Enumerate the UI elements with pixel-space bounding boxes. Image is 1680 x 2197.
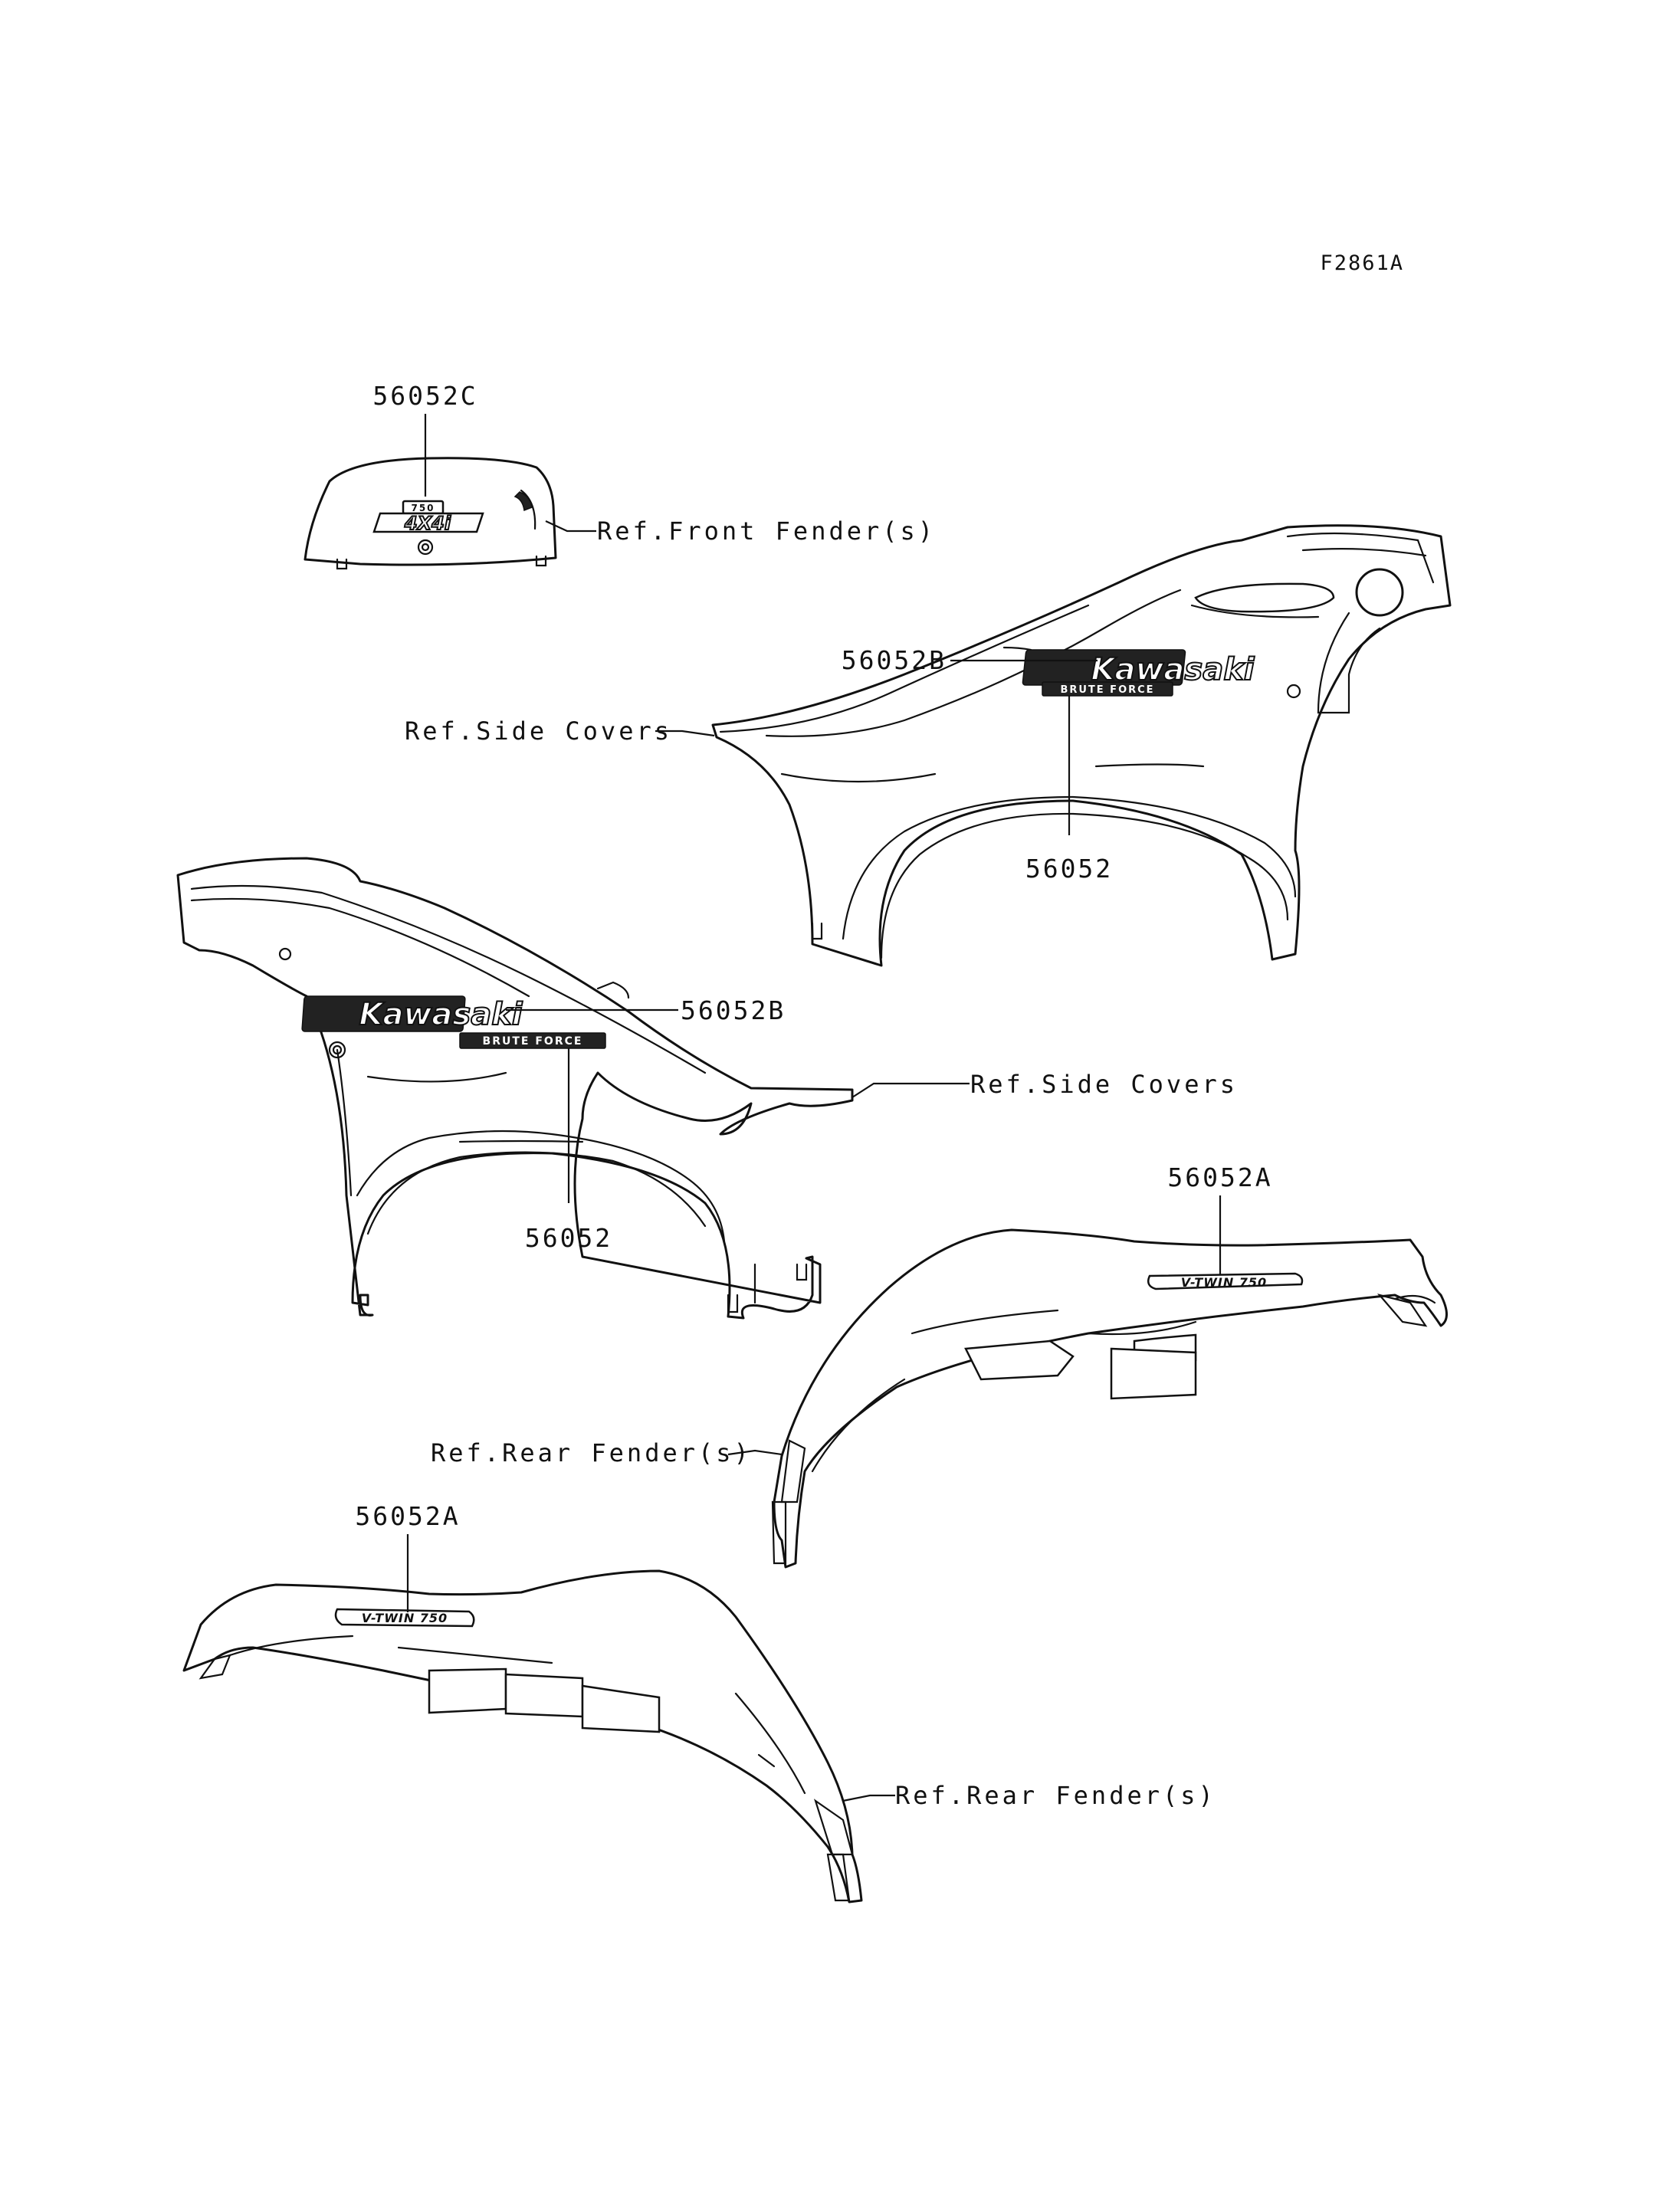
upper-side-cover-part (711, 524, 1452, 967)
callout-lower-brute-force-decal: 56052 (525, 1223, 612, 1253)
lower-v-twin-decal: V-TWIN 750 (334, 1608, 475, 1628)
upper-v-twin-logo-text: V-TWIN 750 (1181, 1275, 1267, 1290)
front-fender-part: 750 4X4i (304, 457, 557, 570)
ref-upper-side-covers: Ref.Side Covers (405, 716, 672, 746)
upper-kawasaki-decal: Kawasaki (1022, 649, 1256, 688)
ref-lower-rear-fender: Ref.Rear Fender(s) (895, 1781, 1216, 1810)
lower-kawasaki-decal: Kawasaki (301, 995, 524, 1033)
callout-lower-rear-fender-decal: 56052A (355, 1501, 460, 1531)
upper-rear-fender-part (771, 1228, 1448, 1569)
upper-kawasaki-logo-text: Kawasaki (1091, 652, 1255, 687)
ref-upper-rear-fender: Ref.Rear Fender(s) (431, 1438, 752, 1467)
lower-brute-force-logo-text: BRUTE FORCE (483, 1035, 583, 1048)
ref-front-fender: Ref.Front Fender(s) (597, 516, 936, 546)
lower-rear-fender-part (182, 1569, 863, 1904)
callout-upper-brute-force-decal: 56052 (1025, 854, 1113, 884)
callout-front-fender-decal: 56052C (372, 381, 477, 411)
upper-brute-force-logo-text: BRUTE FORCE (1060, 684, 1154, 696)
upper-v-twin-decal: V-TWIN 750 (1147, 1272, 1304, 1290)
callout-lower-kawasaki-decal: 56052B (681, 995, 786, 1025)
lower-v-twin-logo-text: V-TWIN 750 (362, 1611, 448, 1625)
ref-lower-side-covers: Ref.Side Covers (970, 1070, 1238, 1099)
callout-upper-rear-fender-decal: 56052A (1167, 1162, 1272, 1192)
figure-id: F2861A (1320, 251, 1404, 275)
lower-brute-force-decal: BRUTE FORCE (459, 1032, 606, 1049)
callout-upper-kawasaki-decal: 56052B (842, 645, 947, 675)
lower-side-cover-part (176, 857, 854, 1320)
four-by-four-logo-text: 4X4i (404, 513, 451, 534)
upper-brute-force-decal: BRUTE FORCE (1042, 681, 1173, 697)
four-by-four-decal: 750 4X4i (372, 500, 484, 535)
lower-kawasaki-logo-text: Kawasaki (359, 997, 523, 1032)
engine-size-logo-text: 750 (411, 503, 435, 513)
